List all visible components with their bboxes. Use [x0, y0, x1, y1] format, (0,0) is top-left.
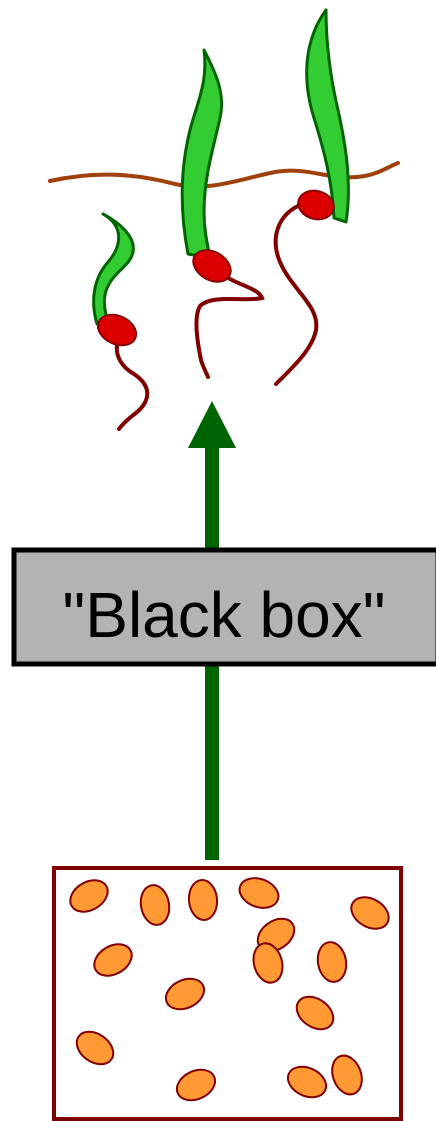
- arrow-head: [188, 401, 236, 448]
- plant-right-root: [276, 206, 317, 384]
- plant-middle: [182, 50, 262, 377]
- black-box: "Black box": [14, 550, 436, 664]
- plant-middle-root: [196, 276, 262, 377]
- plant-left: [93, 214, 147, 429]
- plant-right: [276, 10, 349, 384]
- plant-left-root: [117, 335, 147, 429]
- seed-container: [54, 868, 401, 1119]
- black-box-label: "Black box": [63, 579, 386, 651]
- plant-middle-leaf: [182, 50, 221, 258]
- plant-left-leaf: [94, 214, 134, 326]
